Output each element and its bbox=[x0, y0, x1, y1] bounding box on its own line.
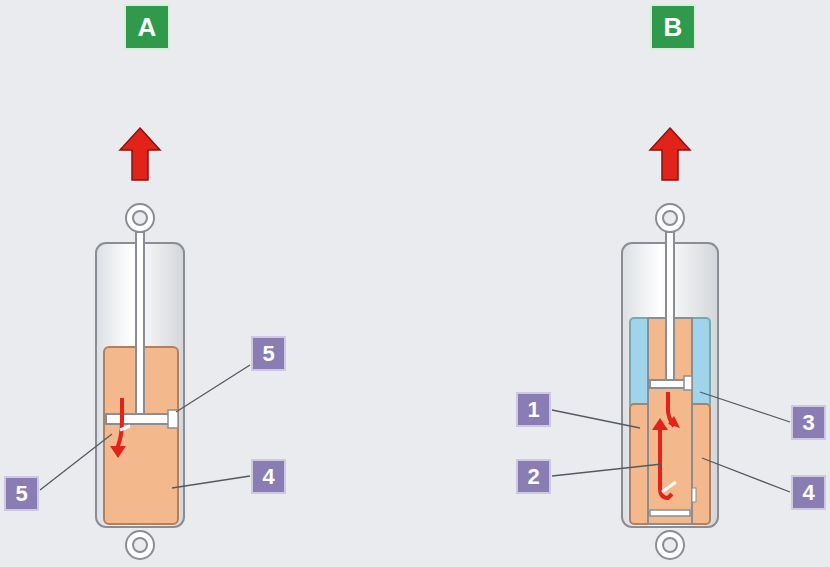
callout-number: 2 bbox=[516, 459, 551, 494]
callout-number-text: 5 bbox=[15, 481, 27, 507]
callout-number-text: 2 bbox=[527, 464, 539, 490]
valve-flap bbox=[120, 426, 130, 430]
callout-number-text: 3 bbox=[802, 410, 814, 436]
panel-letter: A bbox=[124, 4, 170, 50]
callout-number: 4 bbox=[791, 475, 826, 510]
callout-number: 4 bbox=[251, 459, 286, 494]
callout-number: 1 bbox=[516, 392, 551, 427]
callout-number-text: 4 bbox=[262, 464, 274, 490]
oil-flow-arrowhead bbox=[652, 418, 668, 430]
twin-tube-absorber bbox=[622, 204, 718, 559]
valve-flap bbox=[662, 482, 676, 492]
mono-tube-absorber bbox=[96, 204, 184, 559]
direction-arrow bbox=[120, 128, 690, 180]
panel-letter: B bbox=[650, 4, 696, 50]
callout-number-text: 4 bbox=[802, 480, 814, 506]
callout-number: 3 bbox=[791, 405, 826, 440]
callout-number: 5 bbox=[251, 336, 286, 371]
callout-number: 5 bbox=[4, 476, 39, 511]
callout-number-text: 5 bbox=[262, 341, 274, 367]
leader-line bbox=[40, 365, 790, 492]
oil-flow-arrowhead bbox=[668, 416, 680, 428]
oil-flow-arrowhead bbox=[110, 446, 126, 458]
oil-flow-arrow bbox=[116, 398, 122, 452]
panel-letter-text: A bbox=[138, 12, 157, 43]
panel-letter-text: B bbox=[664, 12, 683, 43]
callout-number-text: 1 bbox=[527, 397, 539, 423]
